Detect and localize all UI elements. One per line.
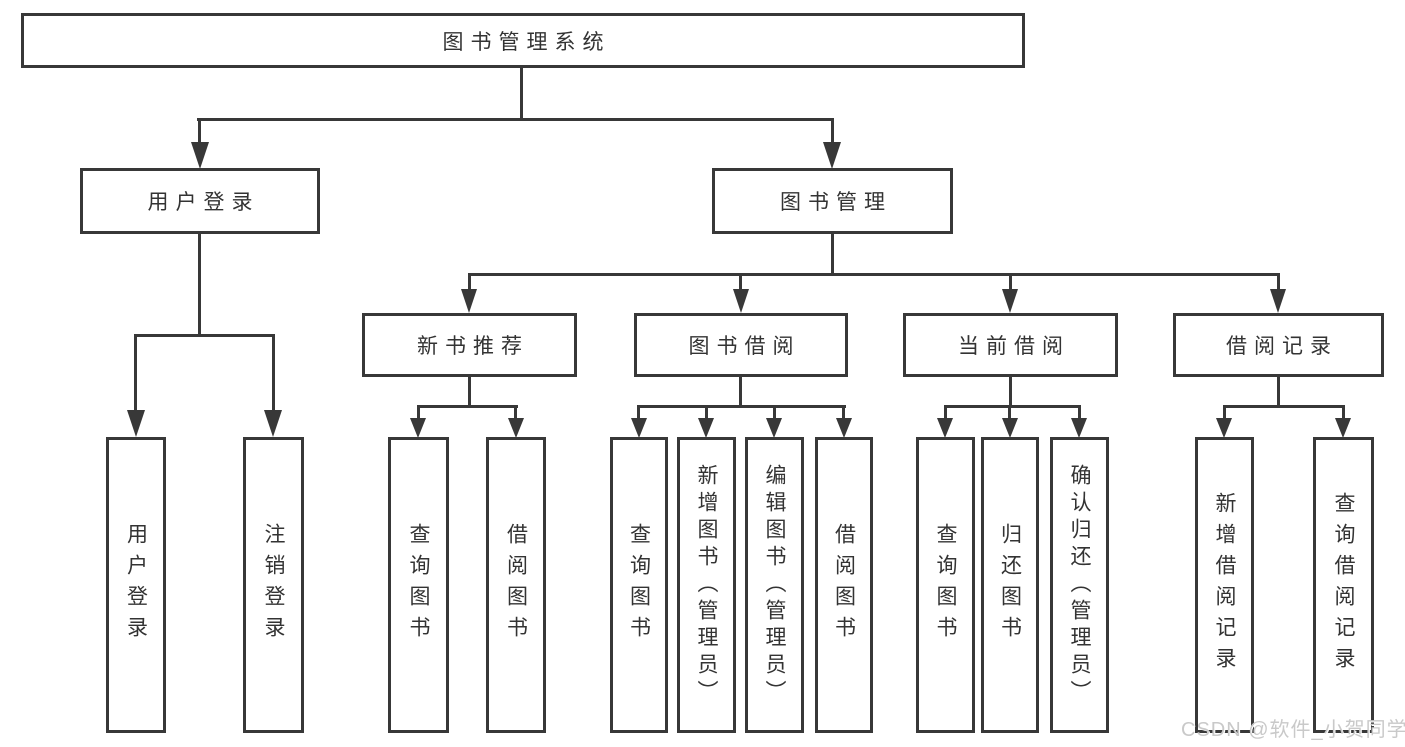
connector-line — [417, 405, 518, 408]
node-add-books-admin: 新增图书（管理员） — [677, 437, 736, 733]
node-label: 注销登录 — [262, 523, 285, 647]
node-query-books-recommend: 查询图书 — [388, 437, 449, 733]
connector-line — [198, 118, 201, 145]
connector-line — [520, 66, 523, 118]
connector-line — [514, 405, 517, 422]
node-library-management-system: 图书管理系统 — [21, 13, 1025, 68]
watermark-text: CSDN @软件_小贺同学 — [1181, 719, 1405, 741]
node-new-book-recommend: 新书推荐 — [362, 313, 577, 377]
node-book-borrowing: 图书借阅 — [634, 313, 848, 377]
connector-line — [1008, 405, 1011, 422]
node-user-login-leaf: 用户登录 — [106, 437, 166, 733]
arrow-down-icon — [1071, 418, 1087, 438]
connector-line — [1277, 273, 1280, 292]
connector-line — [831, 234, 834, 275]
connector-line — [468, 377, 471, 407]
arrow-down-icon — [733, 289, 749, 313]
node-add-borrow-record: 新增借阅记录 — [1195, 437, 1254, 733]
arrow-down-icon — [127, 410, 145, 437]
node-label: 查询图书 — [627, 523, 651, 647]
node-query-borrow-record: 查询借阅记录 — [1313, 437, 1374, 733]
node-logout: 注销登录 — [243, 437, 304, 733]
node-label: 新增借阅记录 — [1213, 492, 1236, 678]
node-label: 新书推荐 — [417, 335, 529, 358]
arrow-down-icon — [1002, 418, 1018, 438]
connector-line — [739, 273, 742, 292]
arrow-down-icon — [698, 418, 714, 438]
connector-line — [468, 273, 1280, 276]
node-borrowing-records: 借阅记录 — [1173, 313, 1384, 377]
node-label: 借阅记录 — [1226, 335, 1338, 358]
node-borrow-books-recommend: 借阅图书 — [486, 437, 546, 733]
node-label: 新增图书（管理员） — [695, 463, 718, 707]
node-label: 图书管理系统 — [442, 30, 611, 54]
arrow-down-icon — [1216, 418, 1232, 438]
arrow-down-icon — [937, 418, 953, 438]
node-current-borrowing: 当前借阅 — [903, 313, 1118, 377]
node-return-books: 归还图书 — [981, 437, 1039, 733]
arrow-down-icon — [1002, 289, 1018, 313]
node-label: 查询图书 — [934, 523, 957, 647]
arrow-down-icon — [191, 142, 209, 169]
arrow-down-icon — [461, 289, 477, 313]
node-label: 图书管理 — [780, 191, 892, 214]
arrow-down-icon — [823, 142, 841, 169]
node-query-books-borrowing: 查询图书 — [610, 437, 668, 733]
connector-line — [1223, 405, 1345, 408]
node-user-login: 用户登录 — [80, 168, 320, 234]
node-label: 用户登录 — [147, 191, 260, 214]
arrow-down-icon — [1270, 289, 1286, 313]
connector-line — [944, 405, 947, 422]
connector-line — [637, 405, 640, 422]
connector-line — [1078, 405, 1081, 422]
connector-line — [1277, 377, 1280, 407]
connector-line — [842, 405, 845, 422]
arrow-down-icon — [631, 418, 647, 438]
node-borrow-books-borrowing: 借阅图书 — [815, 437, 873, 733]
connector-line — [1223, 405, 1226, 422]
connector-line — [197, 118, 834, 121]
arrow-down-icon — [410, 418, 426, 438]
node-confirm-return-admin: 确认归还（管理员） — [1050, 437, 1109, 733]
node-book-management: 图书管理 — [712, 168, 953, 234]
node-label: 确认归还（管理员） — [1068, 463, 1091, 707]
node-label: 借阅图书 — [504, 523, 528, 647]
connector-line — [198, 234, 201, 336]
connector-line — [705, 405, 708, 422]
connector-line — [134, 334, 275, 337]
arrow-down-icon — [766, 418, 782, 438]
connector-line — [417, 405, 420, 422]
arrow-down-icon — [508, 418, 524, 438]
node-label: 图书借阅 — [688, 335, 801, 358]
node-label: 借阅图书 — [832, 523, 856, 647]
node-label: 用户登录 — [124, 523, 148, 647]
connector-line — [637, 405, 846, 408]
node-edit-books-admin: 编辑图书（管理员） — [745, 437, 804, 733]
node-label: 查询借阅记录 — [1332, 492, 1355, 678]
connector-line — [739, 377, 742, 407]
connector-line — [468, 273, 471, 292]
arrow-down-icon — [264, 410, 282, 437]
connector-line — [831, 118, 834, 145]
connector-line — [1009, 273, 1012, 292]
connector-line — [1009, 377, 1012, 407]
connector-line — [773, 405, 776, 422]
node-label: 归还图书 — [998, 523, 1022, 647]
node-query-books-current: 查询图书 — [916, 437, 975, 733]
node-label: 当前借阅 — [958, 335, 1070, 358]
connector-line — [134, 334, 137, 412]
arrow-down-icon — [1335, 418, 1351, 438]
node-label: 查询图书 — [407, 523, 430, 647]
node-label: 编辑图书（管理员） — [763, 463, 786, 707]
connector-line — [1342, 405, 1345, 422]
connector-line — [944, 405, 1081, 408]
connector-line — [272, 334, 275, 412]
arrow-down-icon — [836, 418, 852, 438]
